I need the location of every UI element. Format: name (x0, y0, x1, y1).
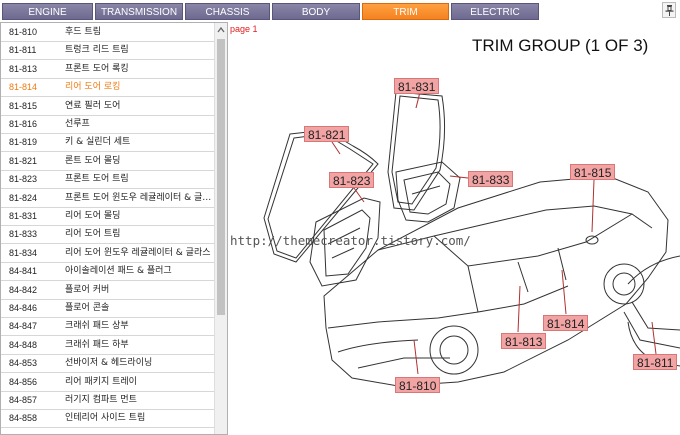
scrollbar-thumb[interactable] (217, 39, 225, 315)
part-code: 81-824 (9, 192, 38, 203)
part-row-81-815[interactable]: 81-815 연료 필러 도어 (1, 98, 214, 116)
part-name: 리어 도어 윈도우 레귤레이터 & 글라스 (65, 247, 211, 258)
callout-81-815[interactable]: 81-815 (570, 164, 616, 180)
part-row-81-833[interactable]: 81-833 리어 도어 트림 (1, 226, 214, 245)
part-name: 리어 도어 트림 (65, 229, 121, 240)
part-row-84-853[interactable]: 84-853 선바이저 & 헤드라이닝 (1, 355, 214, 374)
car-drawing (263, 91, 680, 387)
callout-81-823[interactable]: 81-823 (329, 172, 375, 188)
callout-81-821[interactable]: 81-821 (304, 126, 350, 142)
part-row-81-831[interactable]: 81-831 리어 도어 몰딩 (1, 208, 214, 226)
part-row-81-821[interactable]: 81-821 론트 도어 몰딩 (1, 153, 214, 171)
part-name: 러기지 컴파트 먼트 (65, 395, 137, 405)
list-scrollbar[interactable] (214, 23, 227, 434)
part-name: 론트 도어 몰딩 (65, 155, 121, 166)
tab-transmission[interactable]: TRANSMISSION (95, 3, 183, 20)
part-code: 81-833 (9, 229, 38, 240)
part-name: 후드 트림 (65, 27, 101, 37)
part-row-84-857[interactable]: 84-857 러기지 컴파트 먼트 (1, 392, 214, 410)
watermark-url: http://themecreator.tistory.com/ (230, 233, 471, 248)
tab-trim[interactable]: TRIM (362, 3, 449, 20)
part-code: 84-858 (9, 413, 38, 424)
part-name: 키 & 실린더 세트 (65, 137, 131, 148)
part-code: 84-841 (9, 266, 38, 277)
tab-chassis[interactable]: CHASSIS (185, 3, 270, 20)
tab-electric[interactable]: ELECTRIC (451, 3, 539, 20)
part-row-81-823[interactable]: 81-823 프론트 도어 트림 (1, 171, 214, 190)
part-name: 크래쉬 패드 상부 (65, 321, 129, 332)
part-row-84-846[interactable]: 84-846 플로어 콘솔 (1, 300, 214, 318)
part-row-81-816[interactable]: 81-816 선루프 (1, 116, 214, 134)
diagram-title: TRIM GROUP (1 OF 3) (472, 36, 649, 55)
callout-81-811[interactable]: 81-811 (633, 354, 678, 370)
part-code: 84-853 (9, 358, 38, 369)
part-code: 81-834 (9, 247, 38, 258)
part-code: 81-831 (9, 211, 38, 221)
part-name: 트렁크 리드 트림 (65, 45, 129, 56)
part-code: 84-846 (9, 303, 38, 313)
part-name: 리어 도어 로킹 (65, 82, 121, 93)
part-name: 연료 필러 도어 (65, 100, 121, 111)
part-row-84-858[interactable]: 84-858 인테리어 사이드 트림 (1, 410, 214, 429)
part-code: 81-813 (9, 63, 38, 74)
part-row-81-834[interactable]: 81-834 리어 도어 윈도우 레귤레이터 & 글라스 (1, 245, 214, 263)
part-name: 프론트 도어 록킹 (65, 63, 129, 74)
part-name: 플로어 콘솔 (65, 303, 110, 313)
part-row-81-810[interactable]: 81-810 후드 트림 (1, 24, 214, 42)
scroll-up-icon[interactable] (215, 23, 227, 37)
part-name: 선루프 (65, 119, 90, 129)
part-code: 81-815 (9, 100, 38, 111)
part-name: 크래쉬 패드 하부 (65, 339, 129, 350)
pin-button[interactable] (662, 2, 676, 18)
part-code: 84-848 (9, 339, 38, 350)
part-code: 81-823 (9, 174, 38, 185)
category-tab-bar: ENGINE TRANSMISSION CHASSIS BODY TRIM EL… (0, 0, 680, 22)
part-row-84-847[interactable]: 84-847 크래쉬 패드 상부 (1, 318, 214, 337)
part-row-81-813[interactable]: 81-813 프론트 도어 록킹 (1, 61, 214, 79)
parts-diagram: page 1 TRIM GROUP (1 OF 3) (228, 22, 680, 435)
part-name: 아이솔레이션 패드 & 플러그 (65, 266, 172, 277)
part-row-84-856[interactable]: 84-856 리어 패키지 트레이 (1, 374, 214, 392)
part-row-84-842[interactable]: 84-842 플로어 커버 (1, 282, 214, 300)
part-code: 84-857 (9, 395, 38, 405)
part-code: 84-847 (9, 321, 38, 332)
part-row-81-819[interactable]: 81-819 키 & 실린더 세트 (1, 134, 214, 153)
part-name: 프론트 도어 윈도우 레귤레이터 & 글라스 (65, 192, 213, 203)
part-name: 리어 패키지 트레이 (65, 376, 137, 387)
part-name: 플로어 커버 (65, 284, 110, 295)
part-row-81-814[interactable]: 81-814 리어 도어 로킹 (1, 79, 214, 98)
callout-81-833[interactable]: 81-833 (468, 171, 514, 187)
tab-engine[interactable]: ENGINE (2, 3, 93, 20)
part-code: 84-856 (9, 376, 38, 387)
part-code: 84-842 (9, 284, 38, 295)
callout-81-814[interactable]: 81-814 (543, 315, 589, 331)
page-label: page 1 (230, 24, 258, 34)
part-code: 81-814 (9, 82, 38, 93)
callout-81-810[interactable]: 81-810 (395, 377, 441, 393)
callout-81-813[interactable]: 81-813 (501, 333, 547, 349)
tab-body[interactable]: BODY (272, 3, 360, 20)
part-code: 81-821 (9, 155, 38, 166)
part-row-81-811[interactable]: 81-811 트렁크 리드 트림 (1, 42, 214, 61)
part-code: 81-816 (9, 119, 38, 129)
part-row-81-824[interactable]: 81-824 프론트 도어 윈도우 레귤레이터 & 글라스 (1, 190, 214, 208)
part-code: 81-810 (9, 27, 38, 37)
pushpin-icon (665, 5, 674, 16)
part-code: 81-819 (9, 137, 38, 148)
part-name: 리어 도어 몰딩 (65, 211, 121, 221)
part-name: 프론트 도어 트림 (65, 174, 129, 185)
part-name: 인테리어 사이드 트림 (65, 413, 146, 424)
part-code: 81-811 (9, 45, 37, 56)
parts-list[interactable]: 81-810 후드 트림 81-811 트렁크 리드 트림 81-813 프론트 도어 록… (0, 22, 228, 435)
part-row-84-841[interactable]: 84-841 아이솔레이션 패드 & 플러그 (1, 263, 214, 282)
part-row-84-848[interactable]: 84-848 크래쉬 패드 하부 (1, 337, 214, 355)
part-name: 선바이저 & 헤드라이닝 (65, 358, 153, 369)
callout-81-831[interactable]: 81-831 (394, 78, 440, 94)
